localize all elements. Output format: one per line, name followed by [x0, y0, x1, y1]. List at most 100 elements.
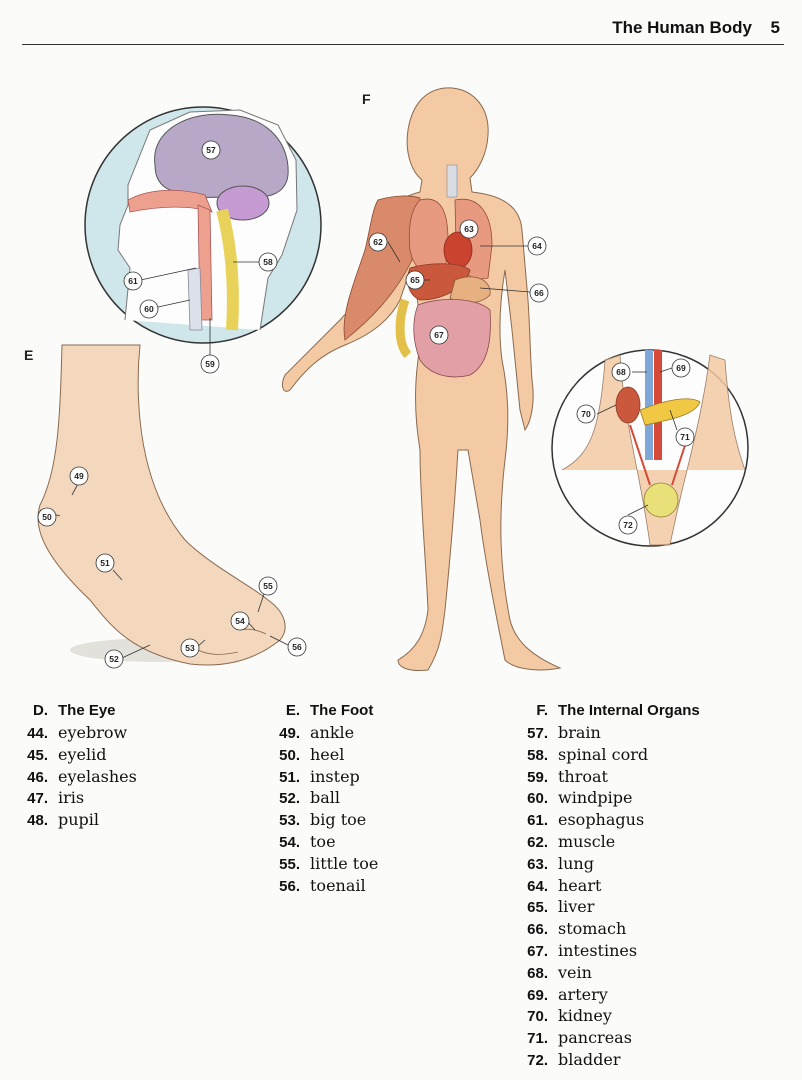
svg-text:60: 60	[144, 304, 154, 314]
section-letter-e: E	[24, 347, 33, 363]
list-item: 61.esophagus	[527, 810, 645, 830]
section-foot: E.The Foot 49.ankle 50.heel 51.instep 52…	[266, 702, 378, 897]
svg-text:67: 67	[434, 330, 444, 340]
section-heading: D.The Eye	[33, 702, 116, 719]
callout-72: 72	[618, 515, 638, 535]
stomach-shape	[449, 276, 491, 304]
callout-54: 54	[230, 611, 250, 631]
section-eye: D.The Eye 44.eyebrow 45.eyelid 46.eyelas…	[14, 702, 137, 832]
svg-text:72: 72	[623, 520, 633, 530]
svg-text:71: 71	[680, 432, 690, 442]
section-internal-organs: F.The Internal Organs 57.brain 58.spinal…	[514, 702, 700, 1072]
list-item: 48.pupil	[27, 810, 100, 830]
section-letter-f: F	[362, 91, 371, 107]
cerebellum-shape	[216, 185, 270, 221]
svg-text:53: 53	[185, 643, 195, 653]
list-item: 59.throat	[527, 766, 608, 786]
svg-text:50: 50	[42, 512, 52, 522]
foot-illustration	[37, 344, 289, 666]
callout-58: 58	[258, 252, 278, 272]
callout-49: 49	[69, 466, 89, 486]
list-item: 62.muscle	[527, 831, 616, 851]
svg-text:52: 52	[109, 654, 119, 664]
callout-69: 69	[671, 358, 691, 378]
list-item: 67.intestines	[527, 940, 638, 960]
list-item: 70.kidney	[527, 1006, 612, 1026]
callout-53: 53	[180, 638, 200, 658]
liver-shape	[407, 263, 471, 301]
vein-shape	[645, 350, 653, 460]
callout-61: 61	[123, 271, 143, 291]
spinal-cord-shape	[216, 208, 239, 331]
list-item: 54.toe	[279, 831, 336, 851]
nasal-cavity	[127, 189, 213, 213]
section-heading: F.The Internal Organs	[536, 702, 700, 719]
list-item: 65.liver	[527, 897, 595, 917]
list-item: 66.stomach	[527, 919, 627, 939]
list-item: 45.eyelid	[27, 744, 107, 764]
urinary-cross-section	[551, 349, 749, 547]
svg-text:57: 57	[206, 145, 216, 155]
callout-59: 59	[200, 354, 220, 374]
page-title: The Human Body	[612, 18, 752, 37]
callout-65: 65	[405, 270, 425, 290]
callout-63: 63	[459, 219, 479, 239]
list-item: 72.bladder	[527, 1049, 621, 1069]
svg-text:65: 65	[410, 275, 420, 285]
windpipe-shape	[187, 267, 203, 331]
svg-text:58: 58	[263, 257, 273, 267]
callout-67: 67	[429, 325, 449, 345]
intestines-shape	[413, 299, 491, 378]
callout-70: 70	[576, 404, 596, 424]
page-number: 5	[770, 18, 780, 37]
svg-text:55: 55	[263, 581, 273, 591]
callout-52: 52	[104, 649, 124, 669]
callout-62: 62	[368, 232, 388, 252]
svg-text:68: 68	[616, 367, 626, 377]
list-item: 44.eyebrow	[27, 723, 128, 742]
callout-56: 56	[287, 637, 307, 657]
list-item: 47.iris	[27, 788, 85, 808]
list-item: 52.ball	[279, 788, 341, 808]
list-item: 55.little toe	[279, 853, 379, 873]
body-figure	[282, 87, 562, 671]
list-item: 71.pancreas	[527, 1028, 632, 1048]
kidney-shape	[615, 386, 641, 424]
anatomy-illustration: E F 57 58 59 60 61 62 63 64 65 66 67 68 …	[24, 87, 749, 671]
callout-71: 71	[675, 427, 695, 447]
list-item: 56.toenail	[279, 875, 366, 895]
svg-text:62: 62	[373, 237, 383, 247]
svg-text:66: 66	[534, 288, 544, 298]
svg-text:61: 61	[128, 276, 138, 286]
callout-55: 55	[258, 576, 278, 596]
svg-text:49: 49	[74, 471, 84, 481]
list-item: 50.heel	[279, 744, 345, 764]
body-silhouette	[282, 87, 562, 671]
callout-60: 60	[139, 299, 159, 319]
callout-50: 50	[37, 507, 57, 527]
bladder-shape	[643, 482, 679, 518]
svg-text:64: 64	[532, 241, 542, 251]
callout-64: 64	[527, 236, 547, 256]
list-item: 53.big toe	[279, 810, 367, 830]
svg-text:56: 56	[292, 642, 302, 652]
list-item: 69.artery	[527, 984, 608, 1004]
svg-text:69: 69	[676, 363, 686, 373]
pancreas-shape	[639, 398, 701, 426]
page-header: The Human Body 5	[22, 14, 784, 45]
list-item: 49.ankle	[279, 723, 355, 742]
callout-68: 68	[611, 362, 631, 382]
head-cross-section	[84, 106, 322, 355]
callout-57: 57	[201, 140, 221, 160]
list-item: 63.lung	[527, 853, 594, 873]
list-item: 51.instep	[279, 766, 360, 786]
list-item: 68.vein	[527, 962, 592, 982]
callout-66: 66	[529, 283, 549, 303]
list-item: 64.heart	[527, 875, 602, 895]
list-item: 58.spinal cord	[527, 744, 649, 764]
foot-shape	[37, 344, 286, 666]
svg-text:54: 54	[235, 616, 245, 626]
svg-text:70: 70	[581, 409, 591, 419]
callout-51: 51	[95, 553, 115, 573]
svg-text:51: 51	[100, 558, 110, 568]
